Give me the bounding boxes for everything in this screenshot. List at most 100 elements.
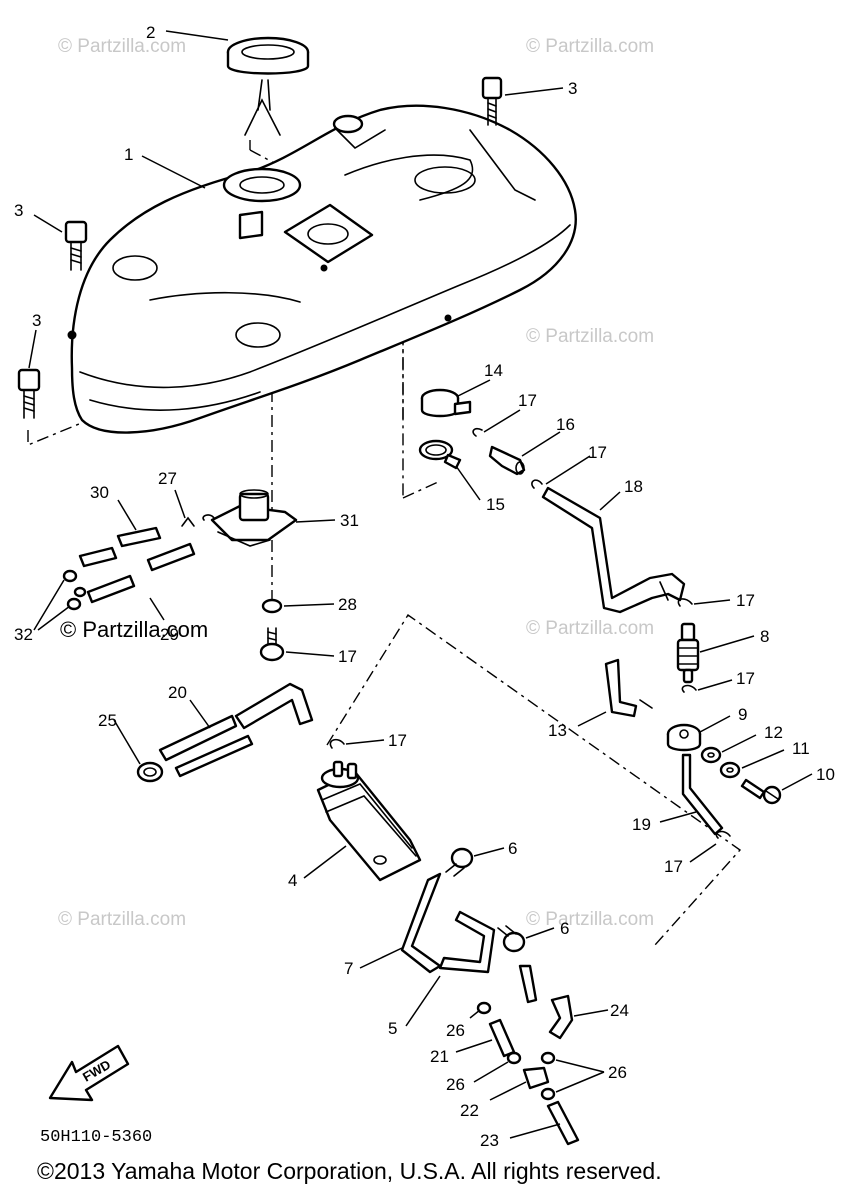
fitting-27	[210, 489, 298, 547]
callout-7: 7	[344, 959, 353, 978]
fitting-16	[488, 445, 526, 476]
hose-21	[488, 1018, 516, 1058]
watermark: © Partzilla.com	[526, 326, 654, 347]
callout-21: 21	[430, 1047, 449, 1066]
callout-12: 12	[764, 723, 783, 742]
hose-18	[541, 486, 686, 614]
watermark: © Partzilla.com	[526, 618, 654, 639]
bolt-6	[497, 925, 526, 953]
callout-26: 26	[446, 1075, 465, 1094]
bolt-3	[17, 368, 41, 419]
callout-6: 6	[508, 839, 517, 858]
bolt-3	[64, 220, 88, 271]
watermarks: © Partzilla.com © Partzilla.com © Partzi…	[58, 36, 654, 930]
callout-26: 26	[608, 1063, 627, 1082]
copyright-notice: ©2013 Yamaha Motor Corporation, U.S.A. A…	[37, 1158, 662, 1184]
watermark: © Partzilla.com	[526, 36, 654, 57]
clamp-31	[62, 569, 87, 611]
callouts: 2 3 1 3 3 14 17 16 17 15 18 17 30 27 31 …	[14, 23, 835, 1150]
screw-10	[740, 778, 782, 805]
callout-25: 25	[98, 711, 117, 730]
filter-8	[676, 622, 700, 684]
callout-22: 22	[460, 1101, 479, 1120]
fuel-cap	[226, 36, 310, 136]
callout-20: 20	[168, 683, 187, 702]
clip-25	[136, 761, 164, 783]
bracket-5	[438, 910, 496, 974]
callout-5: 5	[388, 1019, 397, 1038]
callout-17: 27	[158, 469, 177, 488]
canister-4	[316, 760, 422, 882]
bolt-6	[445, 847, 474, 877]
clip-17	[715, 830, 731, 839]
leader-lines	[28, 30, 813, 1139]
clip-26	[506, 1051, 522, 1065]
callout-30: 30	[90, 483, 109, 502]
callout-17: 17	[588, 443, 607, 462]
pump-mount	[283, 203, 374, 264]
hose-32	[86, 542, 196, 604]
callout-17: 17	[664, 857, 683, 876]
callout-3: 3	[32, 311, 41, 330]
callout-4: 4	[288, 871, 297, 890]
callout-2: 2	[146, 23, 155, 42]
clip-17	[329, 738, 345, 749]
callout-11: 11	[792, 739, 810, 758]
hose-30	[78, 526, 162, 568]
filler-neck	[222, 167, 302, 203]
bolt-3	[481, 76, 503, 126]
watermark: © Partzilla.com	[58, 909, 186, 930]
washer-12	[700, 746, 722, 764]
callout-1: 1	[124, 145, 133, 164]
watermark: © Partzilla.com	[526, 909, 654, 930]
callout-10: 10	[816, 765, 835, 784]
callout-23: 23	[480, 1131, 499, 1150]
callout-28: 17	[338, 647, 357, 666]
watermark: © Partzilla.com	[58, 36, 186, 57]
watermark-prominent: © Partzilla.com	[60, 617, 208, 642]
hose-24	[518, 964, 574, 1040]
cap-14	[420, 388, 472, 418]
bracket-7	[400, 872, 442, 974]
callout-17: 17	[518, 391, 537, 410]
callout-3: 3	[568, 79, 577, 98]
clip-17	[677, 598, 693, 607]
clip-17	[181, 514, 215, 527]
callout-17: 17	[736, 669, 755, 688]
fwd-arrow: FWD	[48, 1044, 130, 1102]
diagram-code: 50H110-5360	[40, 1128, 153, 1147]
callout-8: 8	[760, 627, 769, 646]
clamp-15	[418, 439, 462, 470]
callout-29: 28	[338, 595, 357, 614]
washer-11	[719, 761, 741, 779]
callout-13: 13	[548, 721, 567, 740]
hose-19	[681, 753, 724, 836]
callout-32: 29	[160, 625, 179, 644]
clip-26	[540, 1087, 556, 1101]
hose-20	[158, 682, 314, 778]
callout-6: 6	[560, 919, 569, 938]
clip-17	[531, 479, 543, 489]
clip-17	[681, 684, 697, 693]
clip-26	[540, 1051, 556, 1065]
callout-31: 32	[14, 625, 33, 644]
callout-17: 17	[388, 731, 407, 750]
callout-24: 24	[610, 1001, 629, 1020]
fitting-22	[522, 1066, 550, 1090]
clip-26	[476, 1001, 492, 1015]
cock-9	[666, 723, 702, 752]
callout-16: 16	[556, 415, 575, 434]
callout-9: 9	[738, 705, 747, 724]
bracket-13	[604, 658, 653, 718]
grommet-29	[261, 598, 283, 614]
callout-17: 17	[736, 591, 755, 610]
callout-3: 3	[14, 201, 23, 220]
hose-23	[546, 1100, 580, 1146]
callout-15: 15	[486, 495, 505, 514]
callout-26: 26	[446, 1021, 465, 1040]
bolt-28	[259, 627, 285, 662]
fuel-tank	[67, 104, 577, 434]
clip-17	[472, 427, 483, 437]
callout-27: 31	[340, 511, 359, 530]
